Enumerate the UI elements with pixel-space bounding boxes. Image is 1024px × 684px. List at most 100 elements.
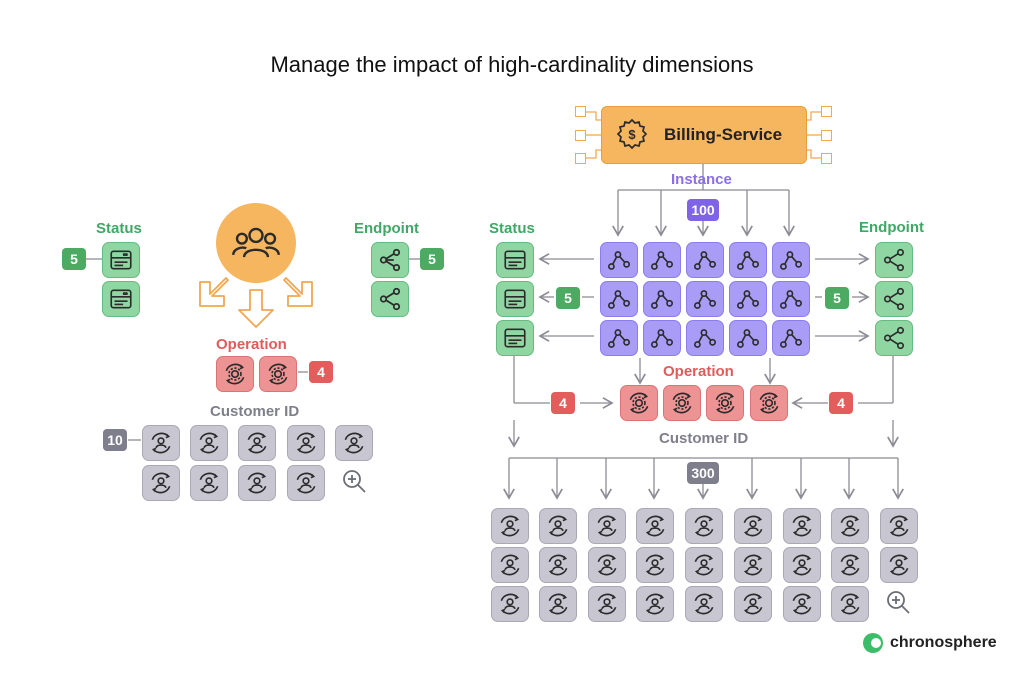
user-cycle-icon [645,593,665,615]
share-icon [883,248,905,272]
instance-tile [686,242,724,278]
dollar-gear-icon: $ [616,118,648,150]
instance-tile [686,320,724,356]
nodes-icon [780,290,802,309]
server-icon [504,289,526,309]
billing-service-box: $ Billing-Service [601,106,807,164]
nodes-icon [651,329,673,348]
gear-cycle-icon [225,363,245,385]
left-status-label: Status [96,220,142,237]
customer-tile [685,547,723,583]
arrow-down-left-icon [199,277,229,307]
customer-tile [335,425,373,461]
endpoint-tile [371,242,409,278]
operation-tile [750,385,788,421]
decor-square [821,106,832,117]
user-cycle-icon [247,472,267,494]
left-status-count: 5 [62,248,86,270]
status-tile [102,242,140,278]
user-cycle-icon [889,515,909,537]
right-operation-count-right: 4 [829,392,853,414]
user-cycle-icon [889,554,909,576]
service-name: Billing-Service [664,125,783,144]
customer-tile [539,547,577,583]
right-customer-count: 300 [687,462,719,484]
endpoint-tile [875,242,913,278]
endpoint-tile [371,281,409,317]
right-endpoint-count: 5 [825,287,849,309]
customer-tile [588,547,626,583]
user-cycle-icon [645,515,665,537]
gear-cycle-icon [268,363,288,385]
chronosphere-logo-icon [863,633,883,653]
user-cycle-icon [694,554,714,576]
customer-tile [880,508,918,544]
instance-tile [729,281,767,317]
svg-text:$: $ [628,127,636,142]
instance-tile [600,281,638,317]
left-customer-label: Customer ID [210,403,300,420]
customer-tile [783,508,821,544]
customer-tile [190,425,228,461]
customer-tile [831,586,869,622]
instance-tile [643,320,681,356]
nodes-icon [608,329,630,348]
right-customer-label: Customer ID [659,430,749,447]
user-cycle-icon [792,515,812,537]
instance-tile [729,320,767,356]
customer-tile [238,425,276,461]
instance-tile [600,242,638,278]
nodes-icon [737,251,759,270]
instance-label: Instance [671,171,732,188]
nodes-icon [694,251,716,270]
left-endpoint-count: 5 [420,248,444,270]
user-cycle-icon [743,593,763,615]
arrow-down-right-icon [283,277,313,307]
instance-tile [643,281,681,317]
instance-count: 100 [687,199,719,221]
right-status-label: Status [489,220,535,237]
customer-tile [287,465,325,501]
left-operation-label: Operation [216,336,287,353]
page-title: Manage the impact of high-cardinality di… [270,52,754,77]
operation-tile [216,356,254,392]
users-group [216,203,296,283]
customer-tile [287,425,325,461]
user-cycle-icon [792,554,812,576]
gear-cycle-icon [629,392,649,414]
nodes-icon [694,290,716,309]
users-icon [232,227,280,258]
customer-tile [636,508,674,544]
nodes-icon [651,251,673,270]
decor-square [575,153,586,164]
user-cycle-icon [597,554,617,576]
user-cycle-icon [500,554,520,576]
zoom-in-icon [343,470,366,493]
nodes-icon [651,290,673,309]
nodes-icon [780,251,802,270]
user-cycle-icon [296,432,316,454]
decor-square [575,130,586,141]
status-tile [496,320,534,356]
user-cycle-icon [792,593,812,615]
share-icon [379,248,401,272]
nodes-icon [737,329,759,348]
operation-tile [259,356,297,392]
customer-tile [636,547,674,583]
customer-tile [783,547,821,583]
right-operation-count-left: 4 [551,392,575,414]
user-cycle-icon [296,472,316,494]
brand: chronosphere [862,632,997,654]
nodes-icon [608,290,630,309]
user-cycle-icon [743,515,763,537]
user-cycle-icon [694,515,714,537]
server-icon [110,289,132,309]
gear-cycle-icon [759,392,779,414]
right-operation-label: Operation [663,363,734,380]
user-cycle-icon [548,515,568,537]
customer-tile [880,547,918,583]
customer-tile [588,508,626,544]
customer-tile [190,465,228,501]
endpoint-tile [875,320,913,356]
status-tile [496,242,534,278]
